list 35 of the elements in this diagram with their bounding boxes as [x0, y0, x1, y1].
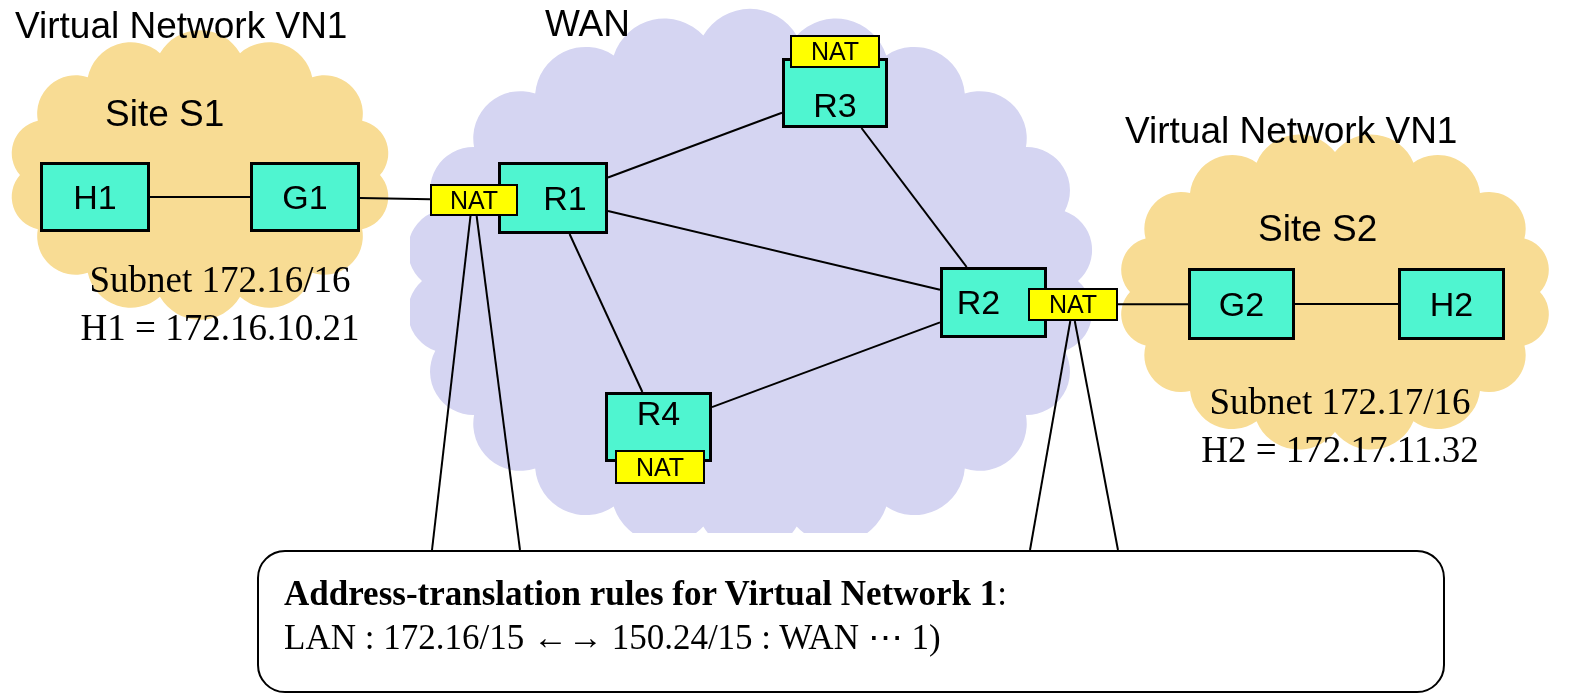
connection-line — [711, 321, 941, 409]
callout-box — [257, 550, 1445, 693]
translation-rule: LAN : 172.16/15 ←→ 150.24/15 : WAN ⋯ 1) — [284, 616, 942, 659]
nat-tag: NAT — [790, 35, 880, 68]
leader-line — [431, 215, 472, 551]
nat-tag: NAT — [615, 450, 705, 484]
network-title: WAN — [545, 3, 630, 45]
connection-line — [607, 111, 783, 179]
connection-line — [359, 197, 431, 201]
callout-heading: Address-translation rules for Virtual Network 1: — [284, 573, 1008, 615]
connection-line — [1117, 303, 1189, 306]
router-box: R2 — [940, 267, 1047, 338]
router-box: R1 — [498, 162, 608, 234]
subnet-note: Subnet 172.16/16 — [89, 258, 351, 301]
gateway-box: G2 — [1188, 268, 1295, 340]
subnet-note: H1 = 172.16.10.21 — [80, 306, 360, 349]
connection-line — [568, 233, 644, 393]
subnet-note: H2 = 172.17.11.32 — [1201, 428, 1479, 471]
network-title: Virtual Network VN1 — [15, 5, 348, 47]
network-title: Virtual Network VN1 — [1125, 110, 1458, 152]
subnet-note: Subnet 172.17/16 — [1209, 380, 1471, 423]
site-label: Site S1 — [105, 93, 225, 135]
connection-line — [860, 127, 968, 268]
leader-line — [1073, 320, 1119, 551]
leader-line — [1029, 320, 1072, 551]
leader-line — [475, 215, 521, 551]
site-label: Site S2 — [1258, 208, 1378, 250]
host-box: H2 — [1398, 268, 1505, 340]
nat-tag: NAT — [1028, 288, 1118, 321]
connection-line — [607, 210, 941, 291]
gateway-box: G1 — [250, 162, 360, 232]
nat-tag: NAT — [430, 184, 518, 216]
connection-line — [149, 196, 251, 198]
connection-line — [1294, 303, 1399, 305]
host-box: H1 — [40, 162, 150, 232]
